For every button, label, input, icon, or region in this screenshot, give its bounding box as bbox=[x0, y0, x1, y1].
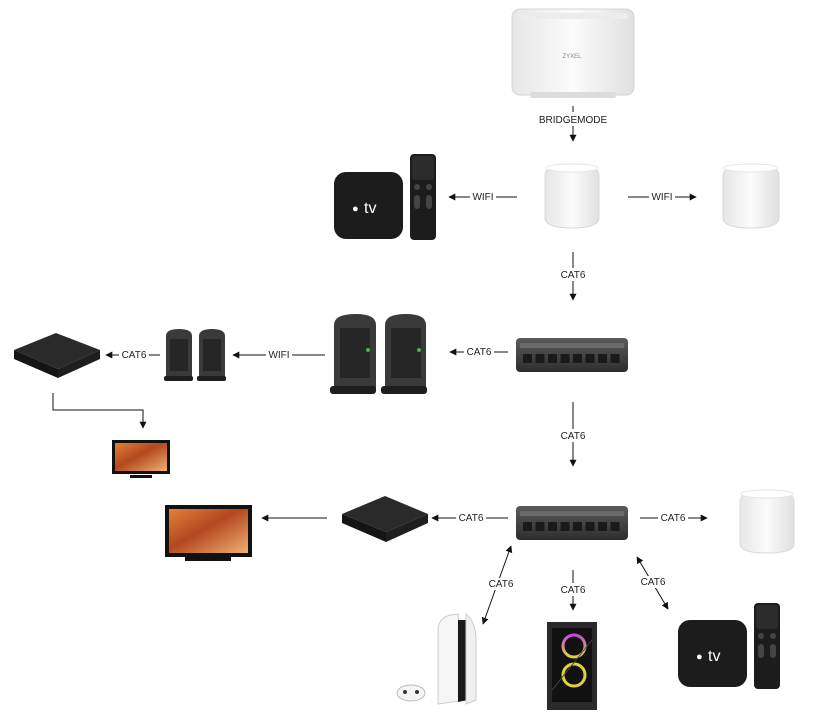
deco-bottom-device bbox=[739, 489, 795, 554]
cat6-label-powerline-box: CAT6 bbox=[122, 350, 147, 361]
media-box-left-device bbox=[14, 333, 100, 378]
switch-1-device bbox=[516, 338, 628, 372]
wifi-label-right: WIFI bbox=[651, 192, 672, 203]
ethernet-port bbox=[548, 354, 557, 363]
media-box-center-device bbox=[342, 496, 428, 542]
apple-icon: ● bbox=[696, 651, 703, 663]
ethernet-port bbox=[535, 522, 545, 531]
deco-main-device bbox=[544, 163, 600, 229]
ethernet-port bbox=[548, 522, 557, 531]
ethernet-port bbox=[598, 354, 607, 363]
ethernet-port bbox=[560, 522, 570, 531]
link-box-small-tv bbox=[52, 393, 147, 429]
tv-small-device bbox=[112, 440, 170, 478]
gaming-pc-device bbox=[547, 622, 597, 710]
ethernet-port bbox=[560, 354, 570, 363]
apple-tv-top-device: ● tv bbox=[334, 154, 436, 240]
wifi-label-left: WIFI bbox=[472, 192, 493, 203]
ethernet-port bbox=[610, 522, 620, 531]
cat6-label-switch-chain: CAT6 bbox=[561, 431, 586, 442]
ethernet-port bbox=[535, 354, 545, 363]
apple-icon: ● bbox=[352, 203, 359, 215]
tv-large-device bbox=[165, 505, 252, 561]
ethernet-port bbox=[523, 354, 532, 363]
ps5-device bbox=[396, 612, 477, 705]
ethernet-port bbox=[585, 354, 595, 363]
appletv-text-bottom: tv bbox=[708, 648, 720, 665]
router-logo: ZYXEL bbox=[562, 54, 582, 60]
ethernet-port bbox=[610, 354, 620, 363]
ethernet-port bbox=[573, 522, 582, 531]
cat6-label-deco-switch1: CAT6 bbox=[561, 270, 586, 281]
appletv-text-top: tv bbox=[364, 200, 376, 217]
cat6-label-switch2-box: CAT6 bbox=[459, 513, 484, 524]
cat6-label-pc: CAT6 bbox=[561, 585, 586, 596]
bridge-mode-label: BRIDGEMODE bbox=[539, 115, 608, 126]
cat6-label-switch2-deco: CAT6 bbox=[661, 513, 686, 524]
ethernet-port bbox=[523, 522, 532, 531]
ethernet-port bbox=[585, 522, 595, 531]
powerline-small-device bbox=[164, 329, 226, 381]
cat6-label-switch1-powerline: CAT6 bbox=[467, 347, 492, 358]
apple-tv-bottom-device: ● tv bbox=[678, 603, 780, 689]
router-device: ZYXEL bbox=[511, 8, 635, 98]
ethernet-port bbox=[598, 522, 607, 531]
powerline-big-device bbox=[330, 314, 427, 394]
wifi-label-powerline: WIFI bbox=[268, 350, 289, 361]
deco-right-device bbox=[722, 163, 780, 229]
cat6-label-ps5: CAT6 bbox=[489, 579, 514, 590]
switch-2-device bbox=[516, 506, 628, 540]
ethernet-port bbox=[573, 354, 582, 363]
cat6-label-appletv: CAT6 bbox=[641, 577, 666, 588]
